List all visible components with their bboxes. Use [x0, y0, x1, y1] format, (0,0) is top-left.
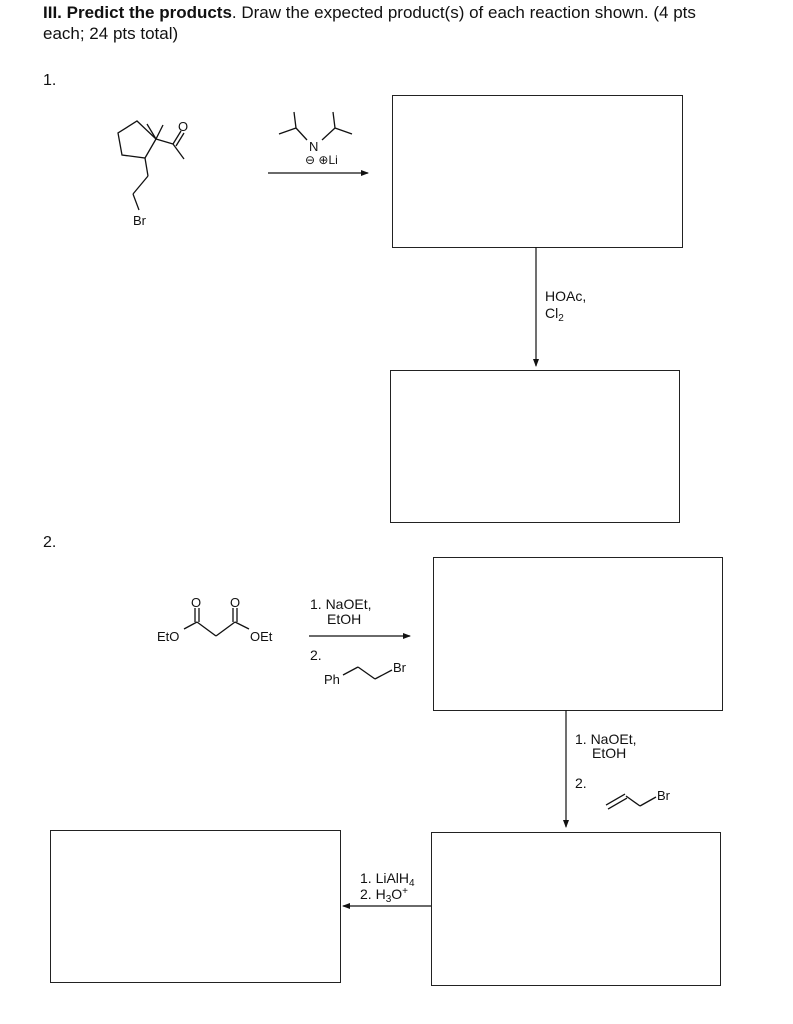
carbonyl-double-bond-a [172, 130, 182, 145]
problem-2-step1-line1: 1. NaOEt, [310, 596, 371, 612]
problem-2-step3-line1: 1. LiAlH4 [360, 870, 415, 889]
ketone-methyl-bond [172, 143, 185, 160]
answer-box-2b[interactable] [431, 832, 721, 986]
phenethyl-ph-label: Ph [324, 672, 340, 687]
malonate-bond-oet [234, 621, 250, 630]
problem-2-step1-line3: 2. [310, 647, 322, 663]
malonate-oxygen-right: O [230, 595, 240, 610]
answer-box-1b[interactable] [390, 370, 680, 523]
lda-isopropyl-right-b [332, 111, 336, 129]
problem-1-step2-reagent-line2: Cl2 [545, 305, 564, 324]
lda-counter-ions: ⊖ ⊕Li [305, 153, 338, 167]
problem-2-number: 2. [43, 534, 57, 551]
problem-1-bromine: Br [133, 213, 147, 228]
problem-1-reactant-structure [117, 120, 185, 211]
chain-bond-1 [144, 157, 149, 177]
phenethyl-bond-2 [357, 666, 376, 680]
lda-structure [278, 111, 353, 141]
lda-isopropyl-left-b [293, 111, 297, 129]
methyl-bond [146, 123, 157, 140]
section-instructions: III. Predict the products. Draw the expe… [43, 2, 783, 44]
problem-2-step2-line3: 2. [575, 775, 587, 791]
malonate-oxygen-left: O [191, 595, 201, 610]
allyl-bromide-structure [605, 793, 657, 810]
allyl-double-bond-a [605, 793, 626, 806]
malonate-oet-label: OEt [250, 629, 273, 644]
problem-1-ketone-oxygen: O [178, 119, 188, 134]
carbonyl-double-bond-b [175, 132, 185, 147]
malonate-eto-label: EtO [157, 629, 179, 644]
chain-bond-3 [132, 193, 140, 211]
malonate-bond-ch2-right [215, 621, 236, 637]
problem-2-step2-line1: 1. NaOEt, [575, 731, 636, 747]
problem-2-step2-line2: EtOH [592, 745, 626, 761]
lda-isopropyl-right-a [334, 127, 353, 135]
malonate-bond-eto [183, 621, 198, 630]
allyl-bond-2 [625, 795, 641, 807]
problem-1-step2-reagent-line1: HOAc, [545, 288, 586, 304]
answer-box-1a[interactable] [392, 95, 683, 248]
chain-bond-2 [132, 175, 149, 195]
phenethyl-br-label: Br [393, 660, 407, 675]
carbonyl-carbon-bond [155, 138, 174, 145]
answer-box-2c[interactable] [50, 830, 341, 983]
answer-box-2a[interactable] [433, 557, 723, 711]
malonate-bond-ch2-left [196, 621, 217, 637]
problem-1-number: 1. [43, 72, 57, 89]
cyclopentane-ring [117, 120, 157, 159]
lda-isopropyl-left-a [278, 127, 297, 135]
lda-bond-n-right [321, 127, 336, 141]
allyl-double-bond-b [607, 797, 628, 810]
phenethyl-bond-3 [374, 669, 393, 680]
problem-2-step1-line2: EtOH [327, 611, 361, 627]
problem-2-step3-line2: 2. H3O+ [360, 886, 408, 905]
methyl-bond-2 [155, 124, 164, 140]
lda-nitrogen: N [309, 139, 318, 154]
phenethyl-bond-1 [342, 666, 359, 676]
diethyl-malonate-structure [183, 608, 250, 637]
allyl-br-label: Br [657, 788, 671, 803]
phenethyl-bromide-structure [342, 666, 393, 680]
section-title: III. Predict the products [43, 3, 232, 22]
lda-bond-n-left [295, 127, 308, 141]
instructions-line1: . Draw the expected product(s) of each r… [231, 3, 696, 22]
allyl-bond-3 [639, 796, 657, 807]
instructions-line2: each; 24 pts total) [43, 24, 179, 43]
